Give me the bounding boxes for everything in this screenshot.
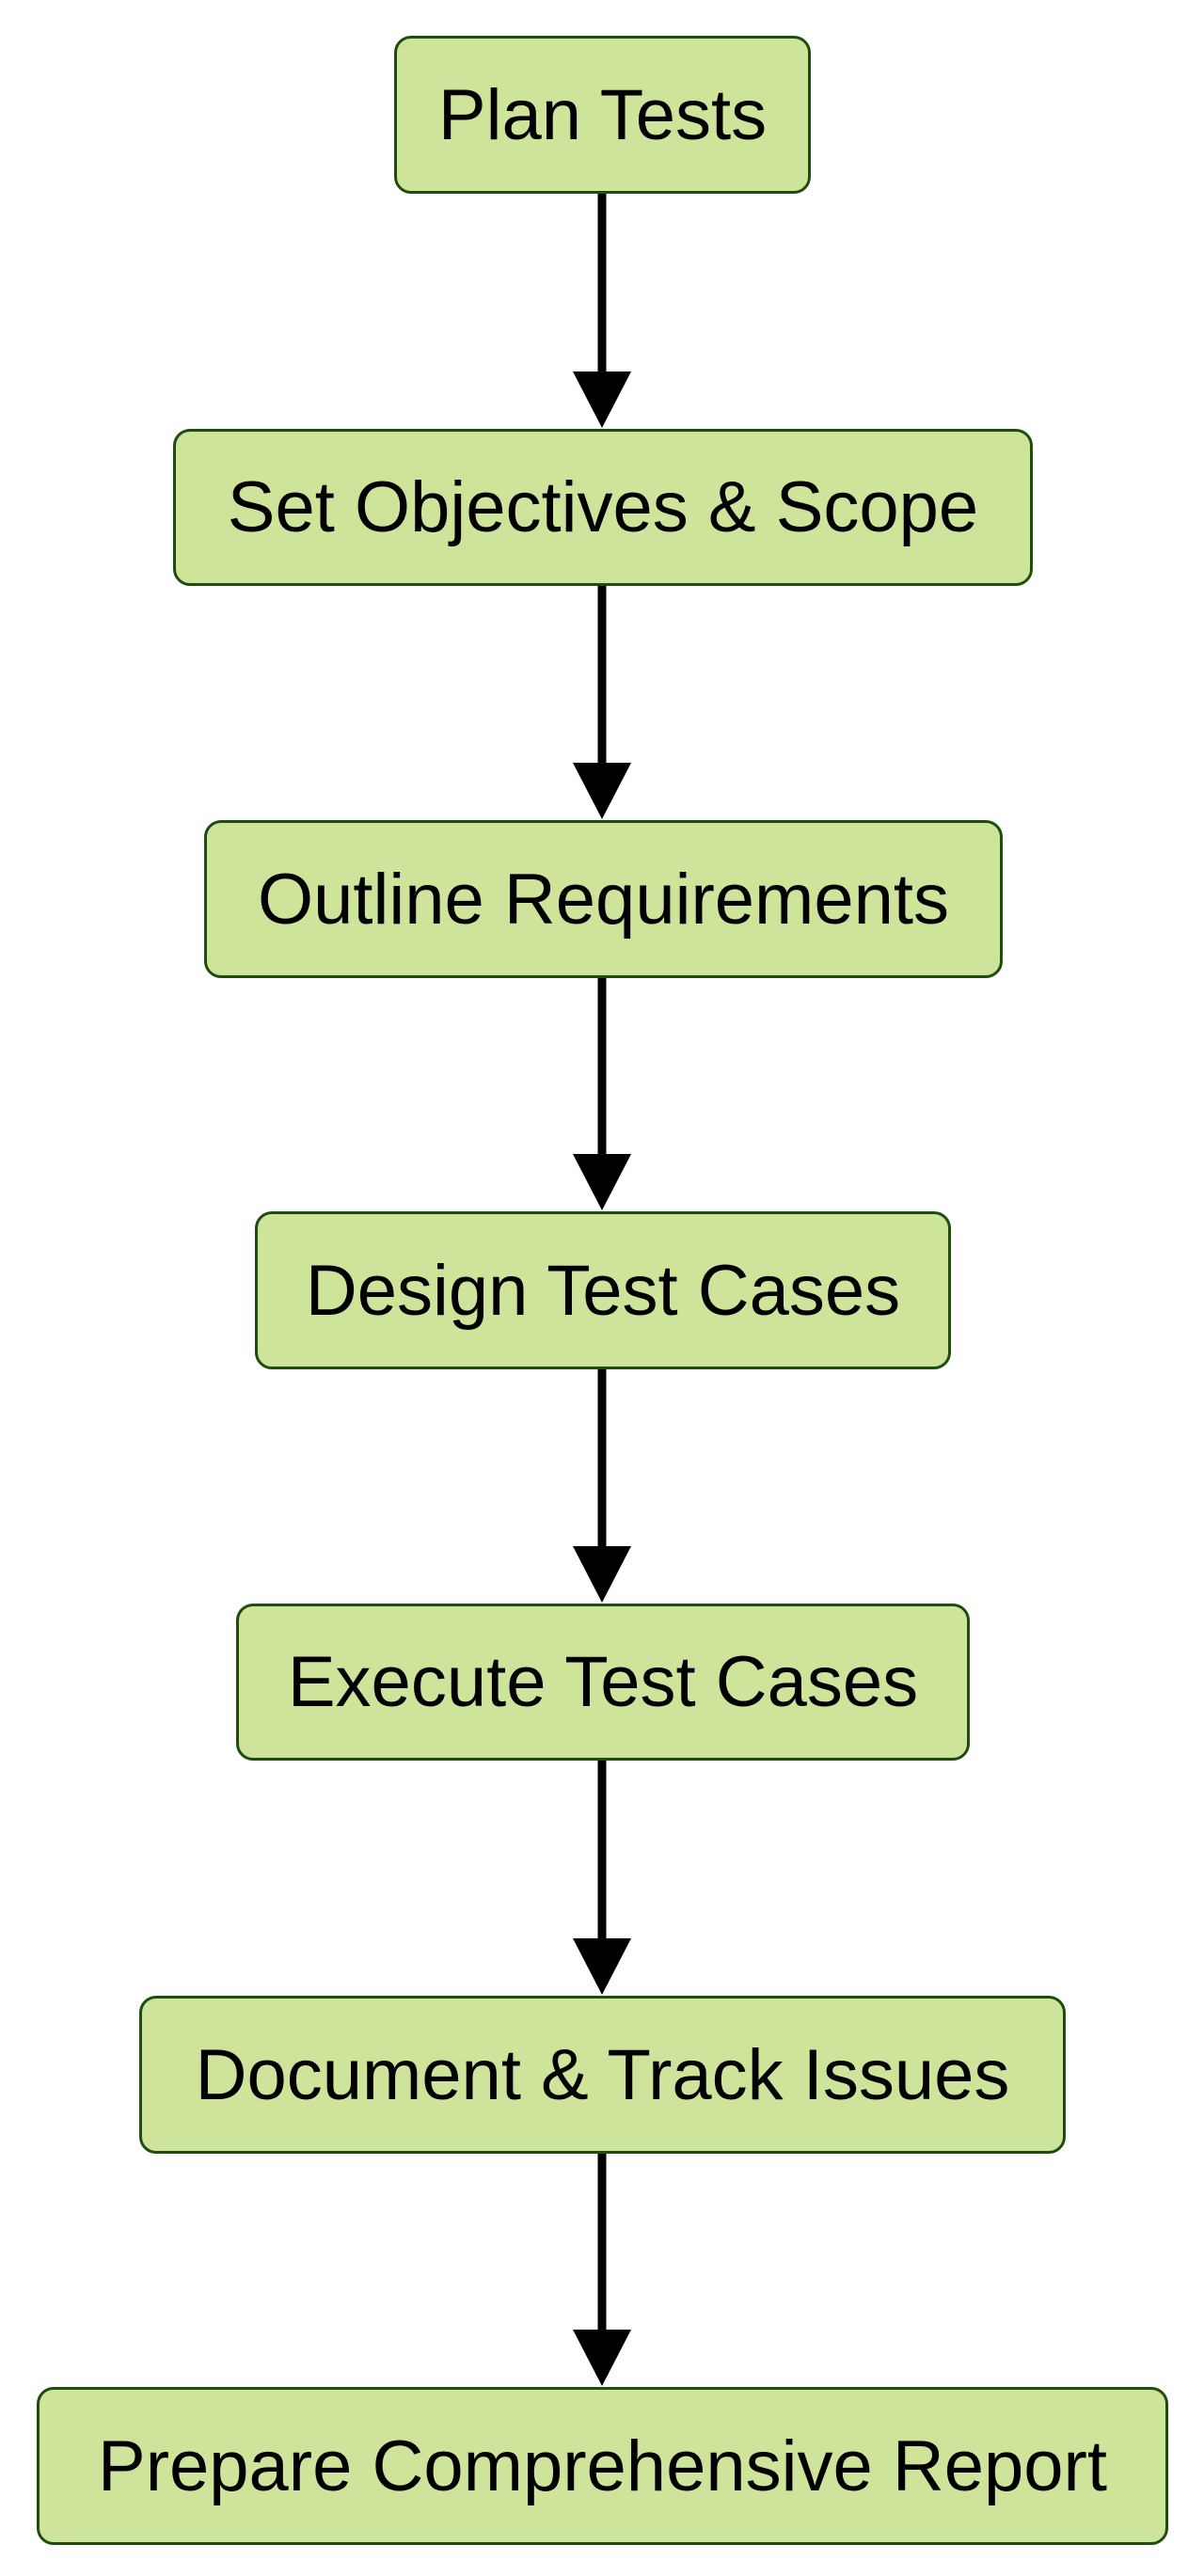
node-document-track-issues: Document & Track Issues <box>139 1996 1066 2154</box>
node-label: Execute Test Cases <box>287 1642 919 1722</box>
edge-requirements-to-design <box>573 978 631 1210</box>
node-label: Design Test Cases <box>305 1250 901 1331</box>
node-execute-test-cases: Execute Test Cases <box>236 1604 970 1761</box>
node-label: Plan Tests <box>437 74 768 155</box>
node-outline-requirements: Outline Requirements <box>204 820 1003 978</box>
node-set-objectives-scope: Set Objectives & Scope <box>173 429 1033 586</box>
edge-plan-to-objectives <box>573 194 631 428</box>
edge-objectives-to-requirements <box>573 586 631 819</box>
node-label: Outline Requirements <box>257 859 950 940</box>
node-plan-tests: Plan Tests <box>394 36 811 194</box>
node-prepare-report: Prepare Comprehensive Report <box>37 2387 1168 2545</box>
node-label: Prepare Comprehensive Report <box>98 2426 1107 2506</box>
edge-execute-to-document <box>573 1761 631 1995</box>
edge-document-to-report <box>573 2154 631 2386</box>
node-label: Document & Track Issues <box>195 2034 1010 2115</box>
edge-design-to-execute <box>573 1369 631 1603</box>
node-design-test-cases: Design Test Cases <box>255 1211 951 1369</box>
node-label: Set Objectives & Scope <box>227 467 979 547</box>
